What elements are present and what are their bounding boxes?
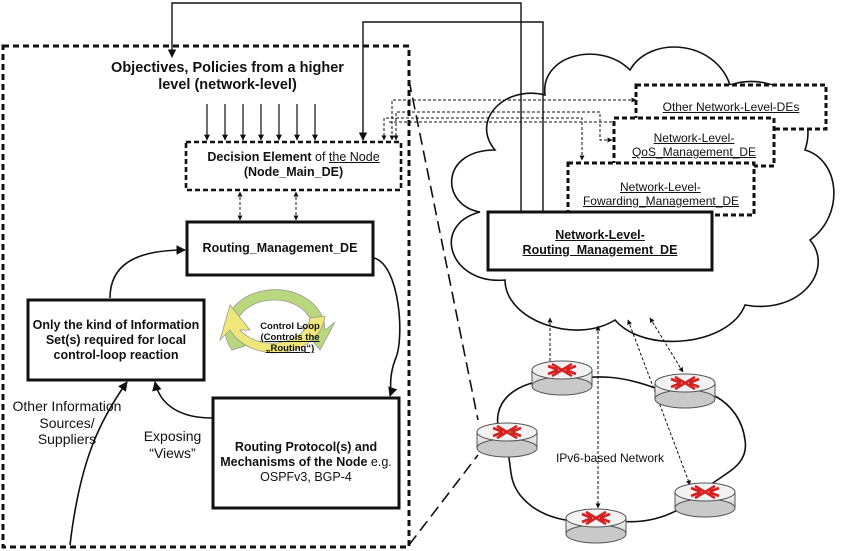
exposing-views-line2: “Views” — [149, 444, 196, 461]
control-loop-title: Control Loop — [260, 321, 320, 332]
objectives-line1: Objectives, Policies from a higher — [111, 60, 344, 76]
loop-arrow-bottom — [152, 381, 213, 419]
router-top-left — [530, 359, 594, 397]
exposing-views-line1: Exposing — [143, 428, 202, 444]
objectives-label: Objectives, Policies from a higher level… — [70, 60, 385, 94]
other-sources-label: Other Information Sources/ Suppliers — [2, 398, 132, 448]
other-sources-line3: Suppliers — [37, 431, 97, 448]
loop-arrow-right — [373, 257, 401, 397]
network-routing-line1: Network-Level- — [555, 228, 645, 242]
forwarding-management-label: Network-Level- Fowarding_Management_DE — [568, 180, 754, 208]
other-network-des-label: Other Network-Level-DEs — [636, 100, 826, 114]
other-network-des-text: Other Network-Level-DEs — [662, 100, 800, 114]
router-bottom — [564, 507, 628, 545]
network-routing-box — [486, 210, 714, 272]
router-top-right — [653, 372, 717, 410]
control-loop-label: Control Loop (Controls the „Routing“) — [240, 321, 340, 355]
control-loop-line3: „Routing“) — [265, 343, 315, 355]
info-set-line1: Only the kind of Information — [32, 318, 200, 332]
network-routing-line2: Routing_Management_DE — [522, 242, 678, 257]
loop-arrow-top-left — [109, 245, 186, 299]
qos-management-box — [612, 116, 776, 168]
ipv6-network-label: IPv6-based Network — [545, 451, 675, 465]
exposing-views-label: Exposing “Views” — [130, 428, 215, 461]
node-boundary — [1, 44, 411, 549]
decision-element-name: (Node_Main_DE) — [243, 164, 344, 179]
forwarding-line1: Network-Level- — [620, 180, 701, 194]
info-set-label: Only the kind of Information Set(s) requ… — [28, 318, 204, 362]
routing-management-text: Routing_Management_DE — [202, 241, 358, 255]
routing-protocols-label: Routing Protocol(s) and Mechanisms of th… — [213, 440, 399, 484]
objectives-arrows — [204, 104, 318, 141]
forwarding-line2: Fowarding_Management_DE — [582, 194, 740, 209]
info-set-line2: Set(s) required for local — [45, 332, 187, 347]
control-loop-graphic — [219, 289, 336, 354]
zoom-line-top — [408, 79, 479, 421]
routing-protocols-box — [211, 396, 401, 510]
zoom-line-bottom — [408, 454, 479, 546]
network-routing-label: Network-Level- Routing_Management_DE — [488, 228, 712, 258]
qos-line2: QoS_Management_DE — [631, 145, 757, 160]
objectives-line2: level (network-level) — [158, 77, 297, 94]
decision-element-node: the Node — [328, 150, 380, 164]
routing-protocols-line3: OSPFv3, BGP-4 — [260, 469, 352, 484]
qos-line1: Network-Level- — [653, 131, 735, 145]
decision-element-of: of — [311, 150, 329, 164]
qos-management-label: Network-Level- QoS_Management_DE — [614, 131, 774, 159]
decision-element-label: Decision Element of the Node (Node_Main_… — [186, 150, 401, 180]
dashed-de-links — [381, 97, 637, 161]
cloud-router-links — [547, 317, 691, 509]
decision-element-box — [184, 140, 403, 192]
other-sources-line1: Other Information — [12, 398, 122, 414]
router-left — [475, 421, 539, 459]
decision-element-title: Decision Element — [207, 150, 312, 164]
router-bottom-right — [673, 481, 737, 519]
routing-protocols-line2: Mechanisms of the Node — [220, 454, 368, 469]
control-loop-line2: (Controls the — [260, 332, 320, 344]
other-sources-arrow — [69, 381, 128, 546]
ipv6-network-text: IPv6-based Network — [555, 451, 665, 465]
info-set-box — [26, 298, 206, 382]
routing-management-label: Routing_Management_DE — [187, 241, 373, 256]
forwarding-management-box — [566, 161, 756, 217]
info-set-line3: control-loop reaction — [53, 347, 179, 362]
routing-management-box — [185, 220, 375, 277]
de-routing-links — [237, 191, 299, 221]
other-sources-line2: Sources/ — [39, 414, 95, 431]
routing-protocols-line1: Routing Protocol(s) and — [234, 440, 378, 454]
routing-protocols-eg: e.g. — [367, 454, 392, 469]
